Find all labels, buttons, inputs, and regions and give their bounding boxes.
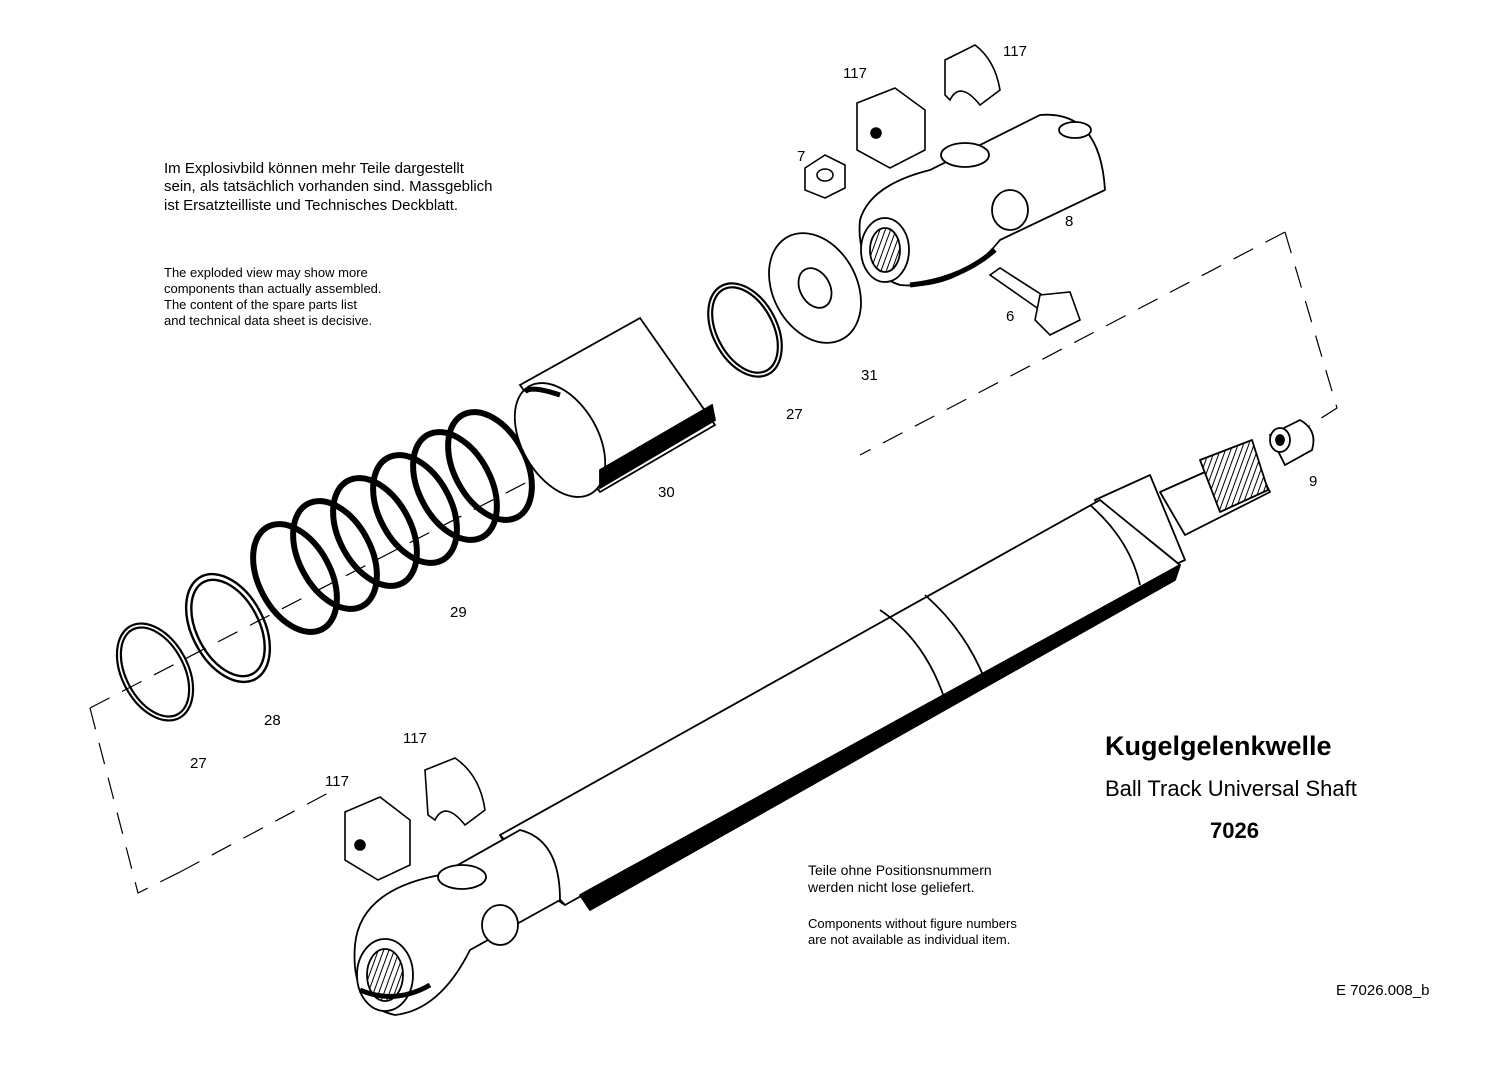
callout-27: 27 <box>786 406 803 423</box>
callout-27: 27 <box>190 755 207 772</box>
note-line: sein, als tatsächlich vorhanden sind. Ma… <box>164 178 493 196</box>
drawing-number: E 7026.008_b <box>1336 982 1430 999</box>
note-line: ist Ersatzteilliste und Technisches Deck… <box>164 196 459 214</box>
note-line: components than actually assembled. <box>164 280 382 296</box>
callout-8: 8 <box>1065 213 1074 230</box>
snap-ring-27-upper <box>707 282 783 378</box>
bearing-cap-117-bottom-left <box>344 796 411 881</box>
note-line: are not available as individual item. <box>808 931 1011 947</box>
shaft-body <box>499 439 1271 911</box>
callout-6: 6 <box>1006 308 1015 325</box>
callout-28: 28 <box>264 712 281 729</box>
note-line: werden nicht lose geliefert. <box>808 879 975 896</box>
sleeve-30 <box>513 316 717 498</box>
callout-117: 117 <box>325 773 349 790</box>
bearing-cap-117-bottom-right <box>424 757 486 827</box>
callout-30: 30 <box>658 484 675 501</box>
model-number: 7026 <box>1210 818 1259 843</box>
bolt-6 <box>988 267 1081 336</box>
upper-joint-yoke <box>858 113 1106 288</box>
note-line: Im Explosivbild können mehr Teile darges… <box>164 160 464 177</box>
bearing-cap-117-top-left <box>856 87 926 169</box>
spacer-9 <box>1268 418 1315 467</box>
callout-29: 29 <box>450 604 467 621</box>
note-line: The content of the spare parts list <box>164 296 357 312</box>
lower-joint-yoke <box>353 829 561 1016</box>
ring-28 <box>184 572 272 684</box>
note-line: The exploded view may show more <box>164 265 368 280</box>
exploded-view-note-german: Im Explosivbild können mehr Teile darges… <box>164 160 493 215</box>
washer-31 <box>768 232 862 344</box>
bearing-cap-117-top-right <box>944 44 1001 107</box>
nut-7 <box>804 154 846 199</box>
note-line: Components without figure numbers <box>808 916 1017 931</box>
callout-117: 117 <box>403 730 427 747</box>
loose-parts-note-english: Components without figure numbers are no… <box>808 916 1017 948</box>
note-line: and technical data sheet is decisive. <box>164 312 373 328</box>
callout-117: 117 <box>1003 43 1027 60</box>
callout-117: 117 <box>843 65 867 82</box>
note-line: Teile ohne Positionsnummern <box>808 862 992 878</box>
loose-parts-note-german: Teile ohne Positionsnummern werden nicht… <box>808 862 992 896</box>
callout-9: 9 <box>1309 473 1318 490</box>
title-german: Kugelgelenkwelle <box>1105 731 1332 761</box>
exploded-view-note-english: The exploded view may show more componen… <box>164 265 382 328</box>
callout-31: 31 <box>861 367 878 384</box>
title-english: Ball Track Universal Shaft <box>1105 776 1357 801</box>
snap-ring-27-lower <box>115 622 195 722</box>
callout-7: 7 <box>797 148 806 165</box>
